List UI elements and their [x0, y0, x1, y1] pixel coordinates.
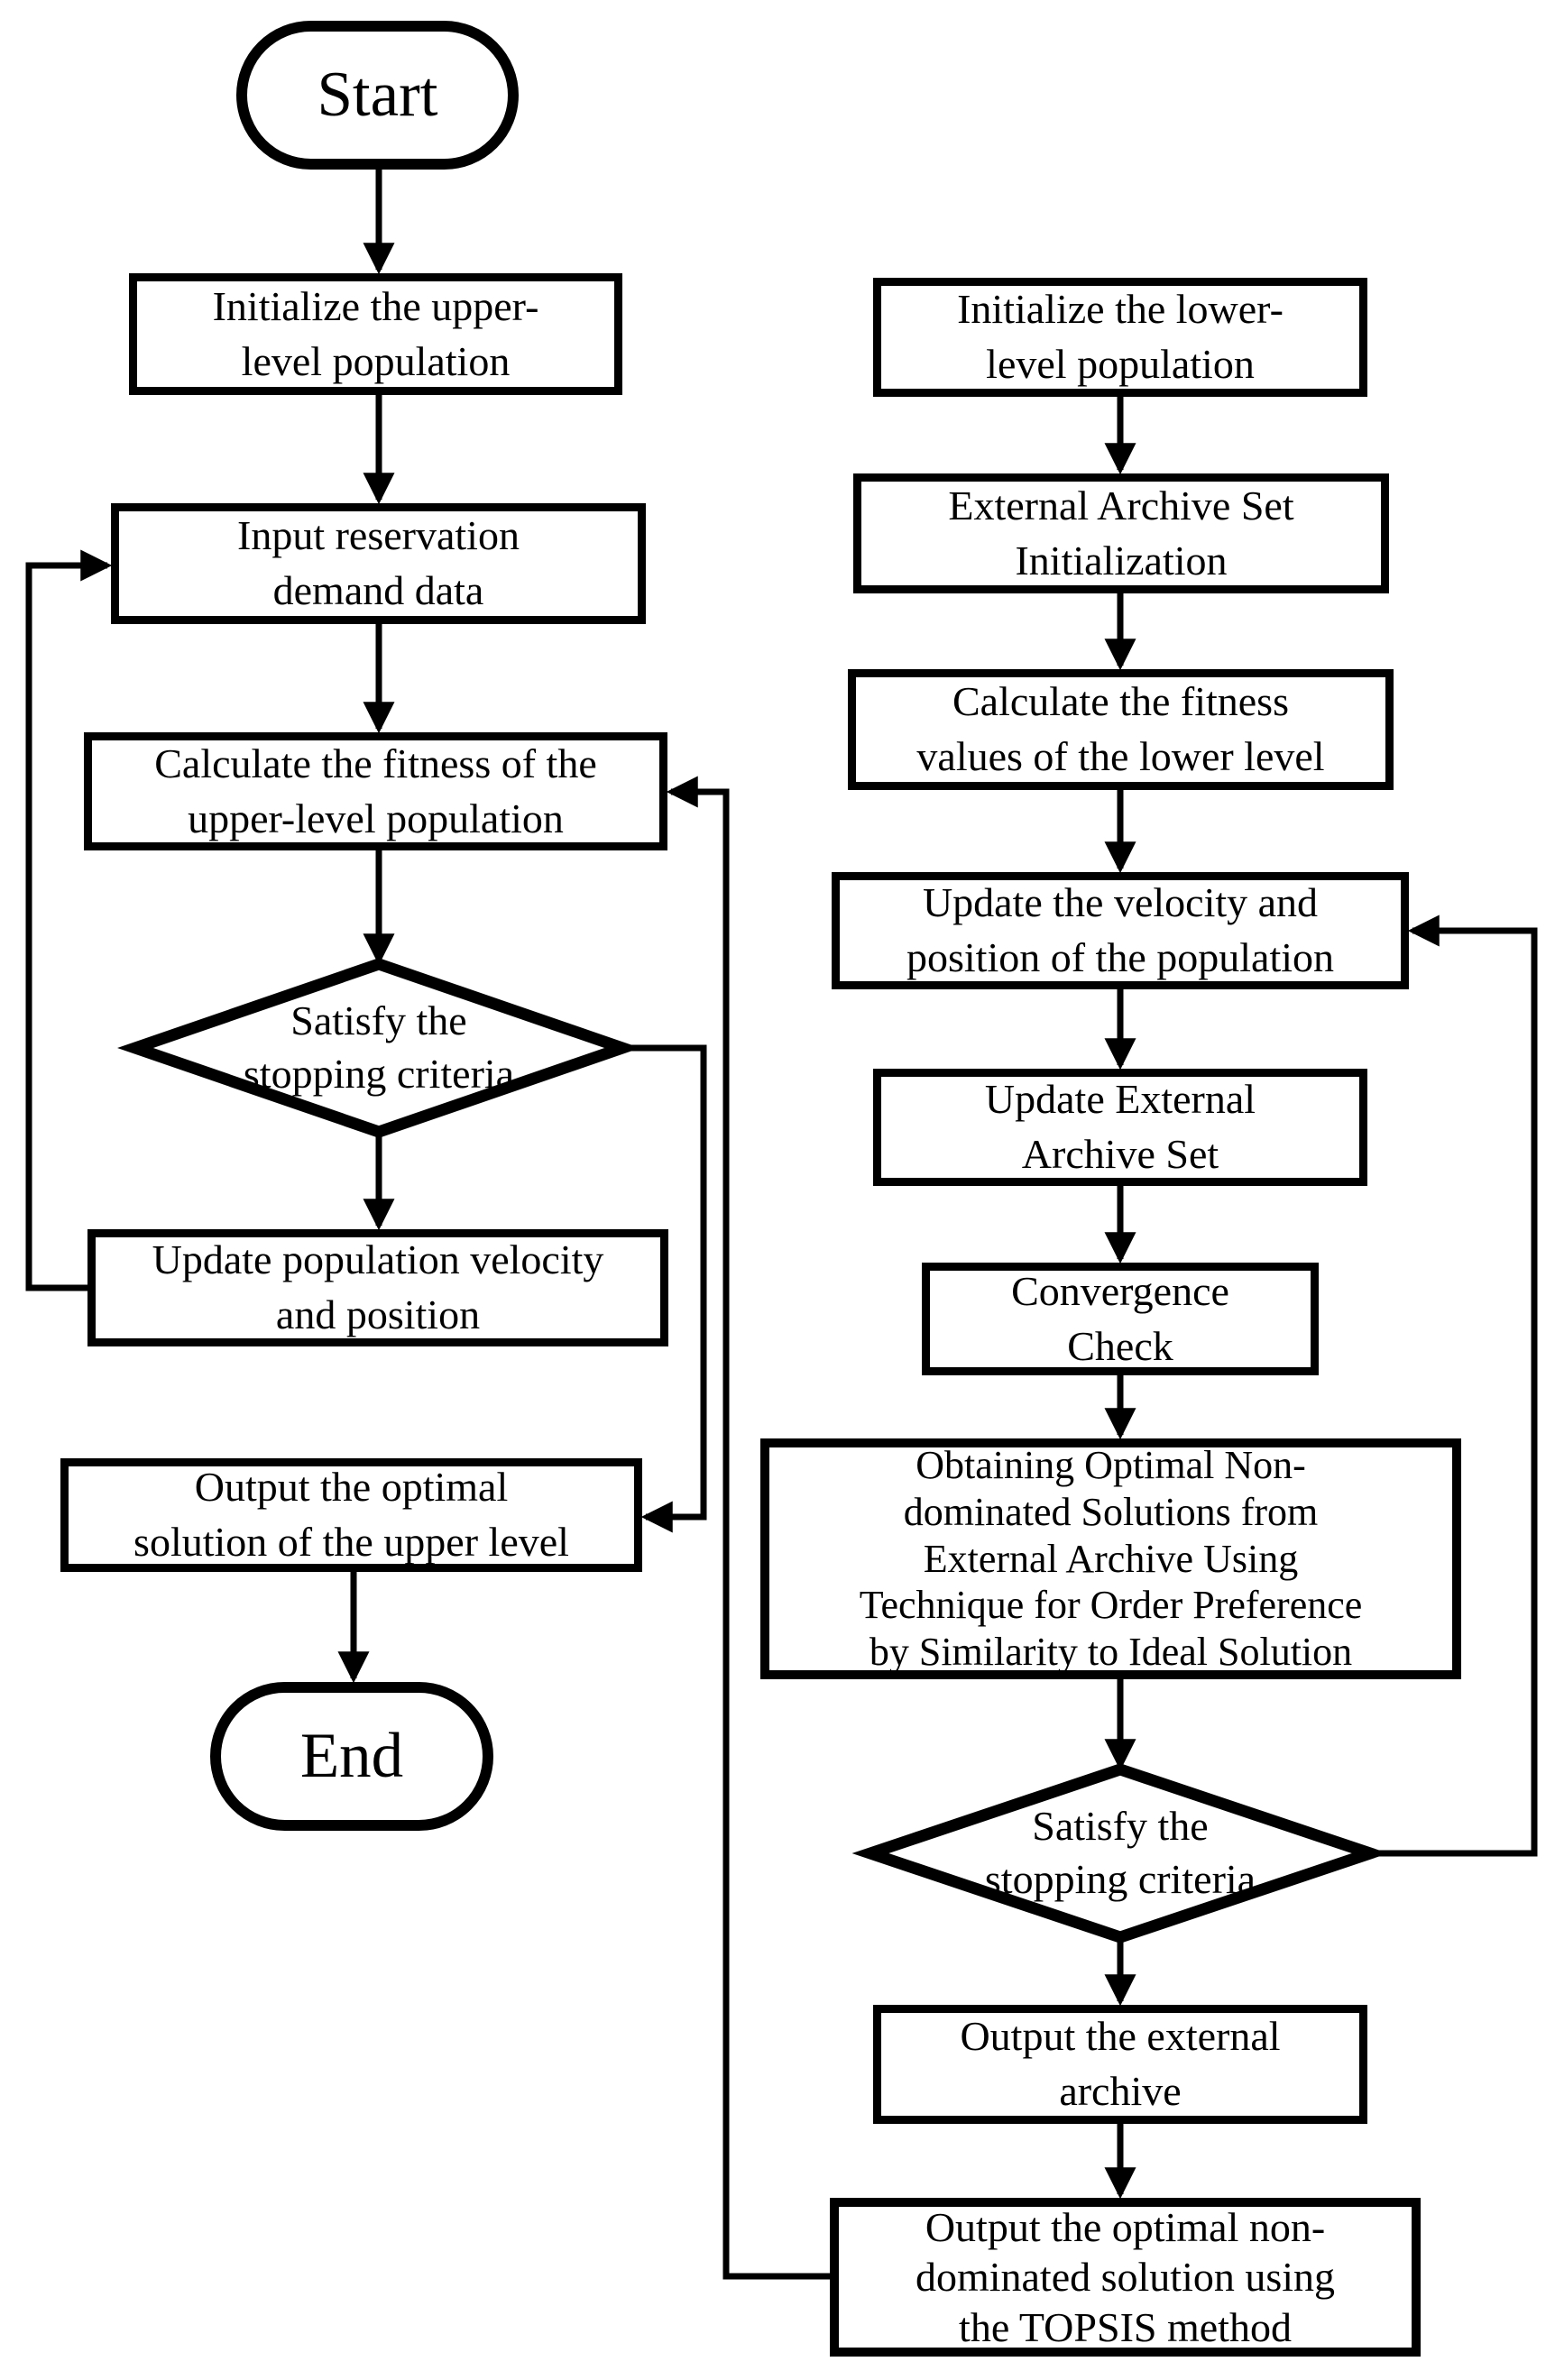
arrow-diamond-upper-to-output-upper [622, 1044, 707, 1533]
box-text-line: level population [986, 341, 1255, 387]
diamond-text-line: Satisfy the [1032, 1803, 1209, 1850]
box-text-line: Technique for Order Preference [859, 1583, 1363, 1628]
box-text-line: the TOPSIS method [959, 2303, 1292, 2350]
box-text-line: Initialize the lower- [957, 286, 1284, 333]
box-text-line: and position [275, 1291, 481, 1337]
initialize-lower-population-box: Initialize the lower- level population [873, 278, 1367, 397]
end-terminator: End [210, 1682, 493, 1831]
box-text-line: Update External [984, 1076, 1256, 1123]
box-text-line: dominated Solutions from [903, 1489, 1319, 1534]
output-optimal-upper-box: Output the optimal solution of the upper… [60, 1458, 642, 1572]
arrow-output-topsis-to-calc-upper [666, 776, 830, 2280]
box-text-line: Output the external [960, 2013, 1281, 2060]
box-text-line: upper-level population [188, 795, 564, 841]
box-text-line: Convergence [1011, 1267, 1229, 1314]
box-text-line: position of the population [906, 934, 1334, 980]
decision-diamond-upper [117, 958, 640, 1138]
convergence-check-box: Convergence Check [922, 1263, 1319, 1375]
box-text-line: demand data [272, 567, 484, 613]
arrow-diamond-lower-loop-to-update-velocity [1370, 914, 1538, 1857]
calculate-fitness-upper-box: Calculate the fitness of the upper-level… [84, 732, 667, 850]
start-label: Start [317, 59, 438, 130]
box-text-line: Update population velocity [152, 1236, 604, 1283]
box-text-line: values of the lower level [916, 733, 1325, 779]
box-text-line: Check [1067, 1322, 1173, 1369]
output-optimal-nondominated-box: Output the optimal non- dominated soluti… [830, 2198, 1421, 2357]
box-text-line: archive [1059, 2068, 1182, 2114]
satisfy-stopping-criteria-lower-label: Satisfy the stopping criteria [940, 1793, 1301, 1914]
box-text-line: Initialize the upper- [212, 282, 539, 329]
box-text-line: Output the optimal [194, 1464, 509, 1511]
box-text-line: Calculate the fitness of the [154, 740, 597, 786]
update-external-archive-box: Update External Archive Set [873, 1069, 1367, 1186]
box-text-line: solution of the upper level [133, 1519, 569, 1565]
update-population-velocity-box: Update population velocity and position [87, 1229, 668, 1346]
satisfy-stopping-criteria-upper-label: Satisfy the stopping criteria [198, 988, 559, 1108]
start-terminator: Start [236, 21, 519, 170]
box-text-line: Calculate the fitness [952, 678, 1289, 725]
box-text-line: dominated solution using [915, 2254, 1336, 2301]
box-text-line: by Similarity to Ideal Solution [869, 1630, 1353, 1675]
decision-diamond-lower [851, 1763, 1389, 1944]
arrow-update-pop-loop-to-input [25, 549, 113, 1291]
box-text-line: Obtaining Optimal Non- [916, 1442, 1306, 1487]
diamond-text-line: Satisfy the [290, 997, 467, 1044]
box-text-line: Archive Set [1021, 1131, 1219, 1177]
box-text-line: Update the velocity and [922, 879, 1319, 926]
box-text-line: level population [241, 337, 511, 384]
box-text-line: External Archive Using [923, 1536, 1299, 1581]
box-text-line: Input reservation [237, 512, 520, 559]
box-text-line: External Archive Set [948, 482, 1294, 528]
box-text-line: Output the optimal non- [925, 2204, 1326, 2251]
calculate-fitness-lower-box: Calculate the fitness values of the lowe… [848, 669, 1394, 790]
diamond-text-line: stopping criteria [984, 1856, 1256, 1902]
end-label: End [299, 1720, 404, 1791]
obtaining-nondominated-topsis-box: Obtaining Optimal Non- dominated Solutio… [760, 1438, 1461, 1679]
diamond-text-line: stopping criteria [243, 1051, 515, 1097]
box-text-line: Initialization [1015, 537, 1228, 584]
input-reservation-demand-box: Input reservation demand data [111, 503, 646, 624]
update-velocity-position-box: Update the velocity and position of the … [832, 872, 1409, 989]
external-archive-init-box: External Archive Set Initialization [853, 473, 1389, 593]
initialize-upper-population-box: Initialize the upper- level population [129, 273, 622, 395]
output-external-archive-box: Output the external archive [873, 2005, 1367, 2124]
